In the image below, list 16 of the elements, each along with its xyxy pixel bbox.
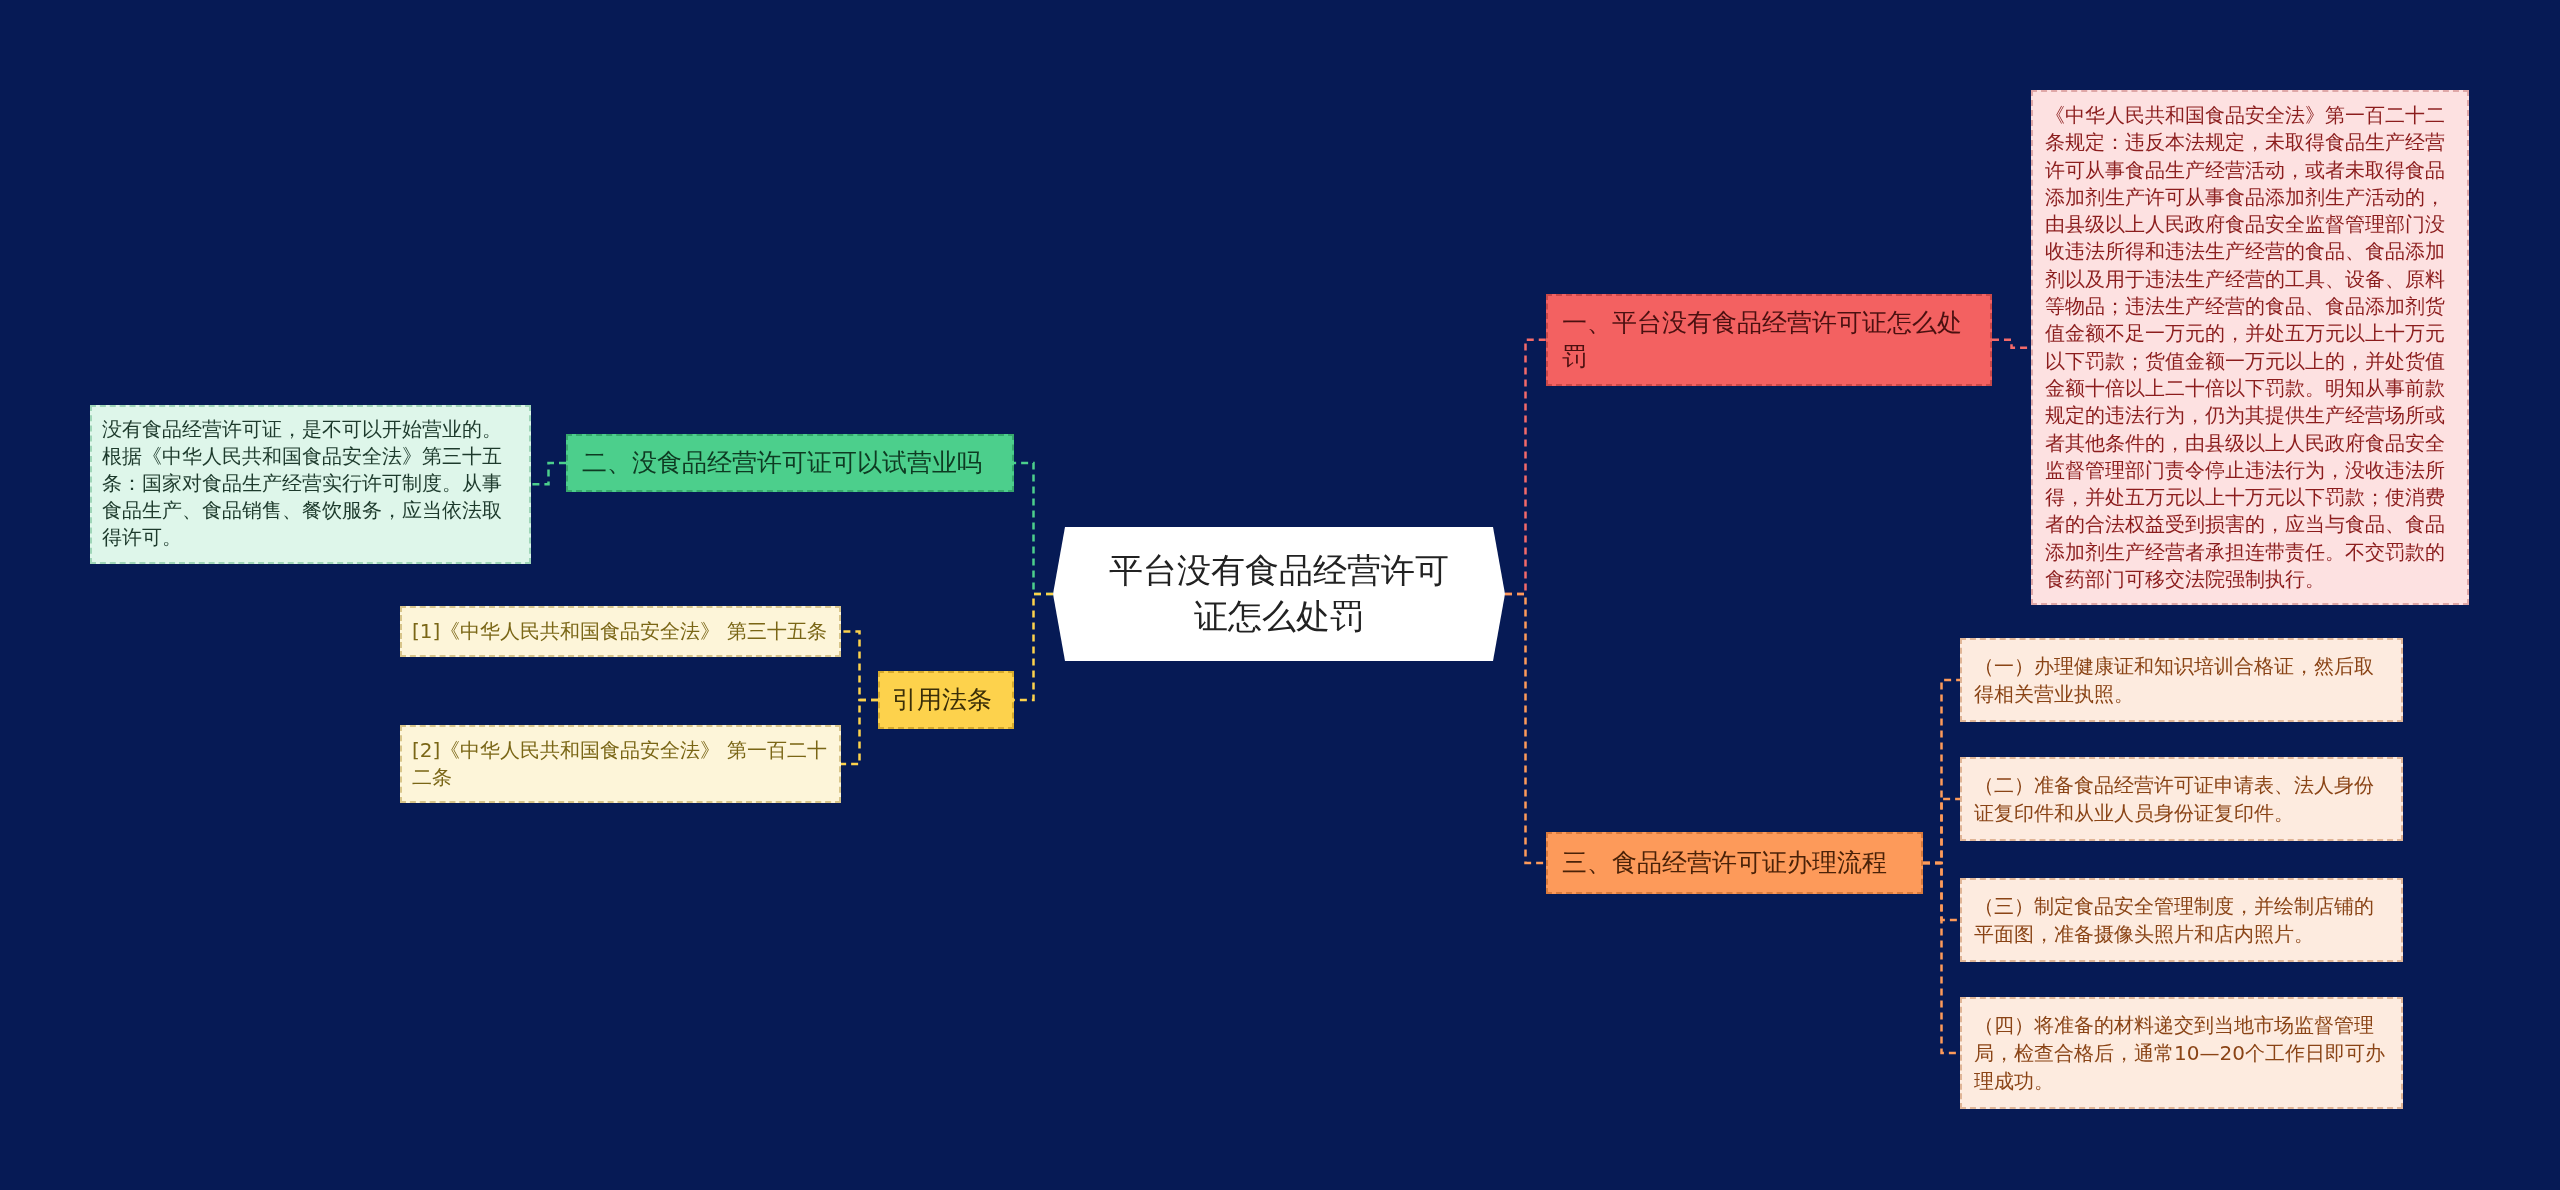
note-box: 《中华人民共和国食品安全法》第一百二十二条规定：违反本法规定，未取得食品生产经营许可从事食品生产经营活动，或者未取得食品添加剂生产许可从事食品添加剂生产活动的，由县级以上人民政府食品安全监督管理部门没收违法所得和违法生产经营的食品、食品添加剂以及用于违法生产经营的工具、设备、原料等物品；违法生产经营的食品、食品添加剂货值金额不足一万元的，并处五万元以上十万元以下罚款；货值金额一万元以上的，并处货值金额十倍以上二十倍以下罚款。明知从事前款规定的违法行为，仍为其提供生产经营场所或者其他条件的，由县级以上人民政府食品安全监督管理部门责令停止违法行为，没收违法所得，并处五万元以上十万元以下罚款；使消费者的合法权益受到损害的，应当与食品、食品添加剂生产经营者承担连带责任。不交罚款的食药部门可移交法院强制执行。 [2031, 90, 2469, 606]
note-box: （四）将准备的材料递交到当地市场监督管理局，检查合格后，通常10—20个工作日即可办理成功。 [1960, 997, 2403, 1109]
note-box: （二）准备食品经营许可证申请表、法人身份证复印件和从业人员身份证复印件。 [1960, 757, 2403, 841]
note-box: 没有食品经营许可证，是不可以开始营业的。根据《中华人民共和国食品安全法》第三十五条：国家对食品生产经营实行许可制度。从事食品生产、食品销售、餐饮服务，应当依法取得许可。 [90, 405, 531, 564]
connector-line [841, 698, 878, 766]
central-topic: 平台没有食品经营许可证怎么处罚 [1053, 527, 1505, 661]
note-box: （一）办理健康证和知识培训合格证，然后取得相关营业执照。 [1960, 638, 2403, 722]
connector-line [1505, 592, 1546, 865]
topic-box: 引用法条 [878, 671, 1014, 729]
topic-box: 一、平台没有食品经营许可证怎么处罚 [1546, 294, 1992, 386]
note-box: [1]《中华人民共和国食品安全法》 第三十五条 [400, 606, 841, 657]
topic-box: 三、食品经营许可证办理流程 [1546, 832, 1923, 894]
connector-line [531, 461, 566, 486]
note-box: （三）制定食品安全管理制度，并绘制店铺的平面图，准备摄像头照片和店内照片。 [1960, 878, 2403, 962]
note-box: [2]《中华人民共和国食品安全法》 第一百二十二条 [400, 725, 841, 803]
topic-box: 二、没食品经营许可证可以试营业吗 [566, 434, 1014, 492]
